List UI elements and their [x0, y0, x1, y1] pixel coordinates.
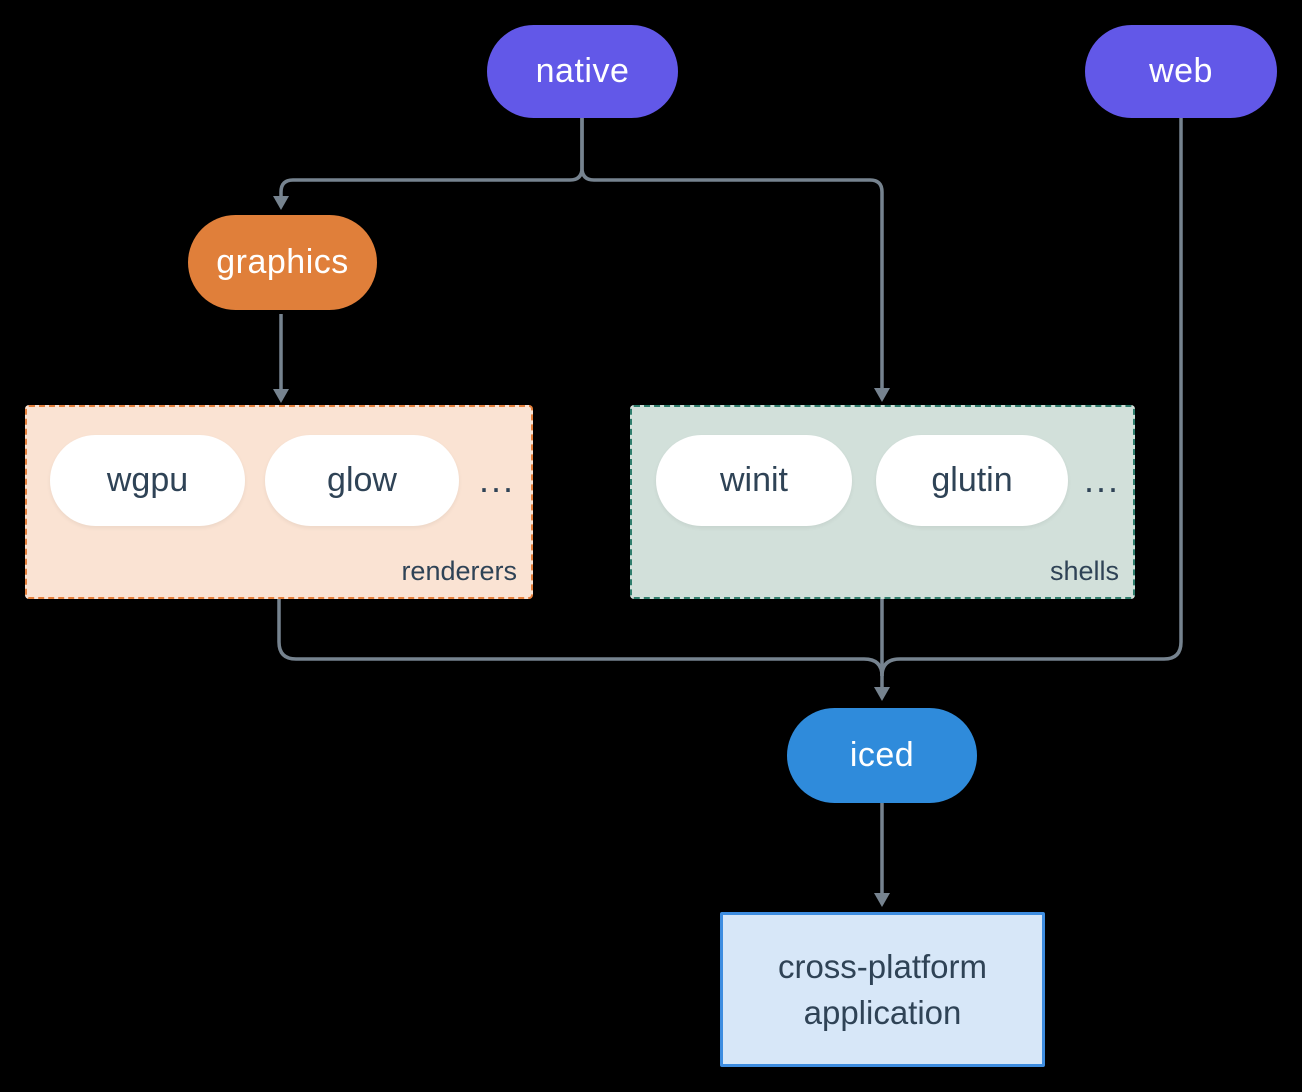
node-native: native — [487, 25, 678, 118]
node-graphics-label: graphics — [216, 243, 349, 281]
app-label-line2: application — [803, 993, 962, 1031]
node-winit: winit — [656, 435, 852, 526]
node-winit-label: winit — [719, 461, 789, 499]
node-iced-label: iced — [849, 736, 915, 774]
node-graphics: graphics — [188, 215, 377, 310]
shells-ellipsis: ... — [1084, 459, 1121, 500]
node-iced: iced — [787, 708, 977, 803]
node-wgpu-label: wgpu — [106, 461, 189, 499]
node-native-label: native — [535, 52, 630, 90]
renderers-ellipsis: ... — [479, 459, 516, 500]
shells-group-label: shells — [1049, 556, 1119, 586]
node-cross-platform-application: cross-platform application — [720, 912, 1045, 1067]
node-glow: glow — [265, 435, 459, 526]
node-web: web — [1085, 25, 1277, 118]
node-web-label: web — [1149, 52, 1213, 90]
node-glutin: glutin — [876, 435, 1068, 526]
edge-renderers-to-iced — [277, 599, 884, 677]
arrowhead-renderers — [273, 389, 289, 403]
renderers-group-label: renderers — [401, 556, 517, 586]
arrowhead-shells — [874, 388, 890, 402]
node-wgpu: wgpu — [50, 435, 245, 526]
node-glutin-label: glutin — [931, 461, 1013, 499]
node-glow-label: glow — [327, 461, 397, 499]
edge-native-to-shells — [580, 118, 884, 388]
arrowhead-iced — [874, 687, 890, 701]
group-renderers: wgpu glow ... renderers — [25, 405, 533, 599]
arrowhead-graphics — [273, 196, 289, 210]
edge-native-to-graphics — [279, 118, 584, 196]
arrowhead-app — [874, 893, 890, 907]
app-label-line1: cross-platform — [777, 947, 988, 985]
group-shells: winit glutin ... shells — [630, 405, 1135, 599]
